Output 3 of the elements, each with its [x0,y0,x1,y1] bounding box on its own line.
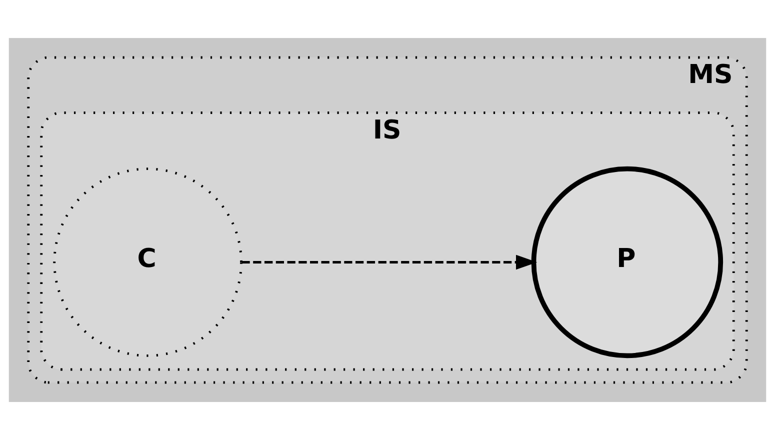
node-circle: P [531,166,724,358]
arrow [242,254,538,270]
node-circle: C [53,167,242,356]
